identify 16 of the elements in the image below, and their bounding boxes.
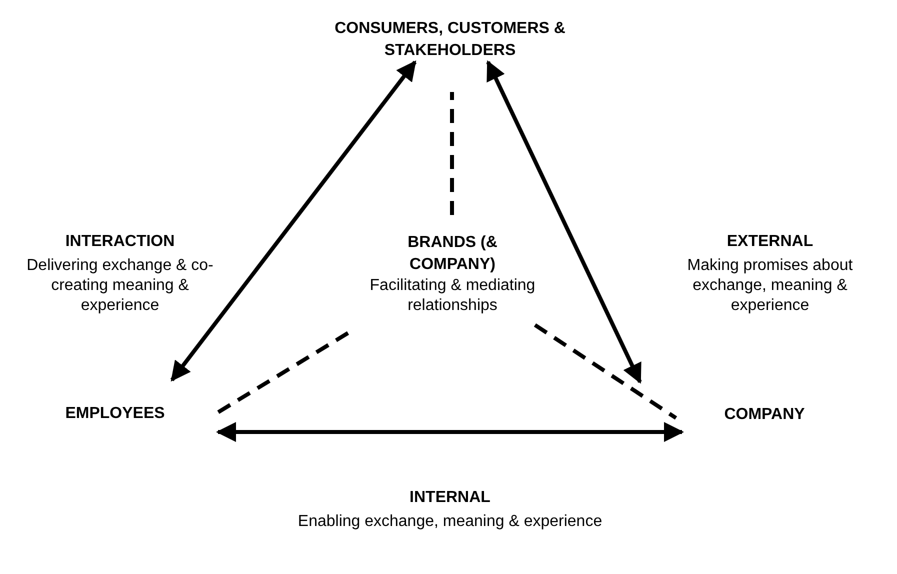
node-heading: BRANDS (& COMPANY) xyxy=(406,233,498,275)
relationship-description: Enabling exchange, meaning & experience xyxy=(296,512,604,532)
relationship-heading: INTERNAL xyxy=(408,488,492,508)
node-description: Facilitating & mediating relationships xyxy=(368,276,536,316)
relationship-description: Making promises about exchange, meaning & experience xyxy=(686,256,854,316)
double-arrow xyxy=(486,60,642,384)
double-arrow xyxy=(216,422,684,442)
dashed-line xyxy=(450,92,454,215)
node-heading: COMPANY xyxy=(724,405,805,425)
node-heading: CONSUMERS, CUSTOMERS & STAKEHOLDERS xyxy=(334,19,566,61)
relationship-heading: INTERACTION xyxy=(64,232,176,252)
dashed-line xyxy=(534,323,678,420)
node-heading: EMPLOYEES xyxy=(65,404,165,424)
relationship-description: Delivering exchange & co-creating meaning & experience xyxy=(26,256,214,316)
double-arrow xyxy=(170,60,417,382)
relationship-heading: EXTERNAL xyxy=(726,232,814,252)
